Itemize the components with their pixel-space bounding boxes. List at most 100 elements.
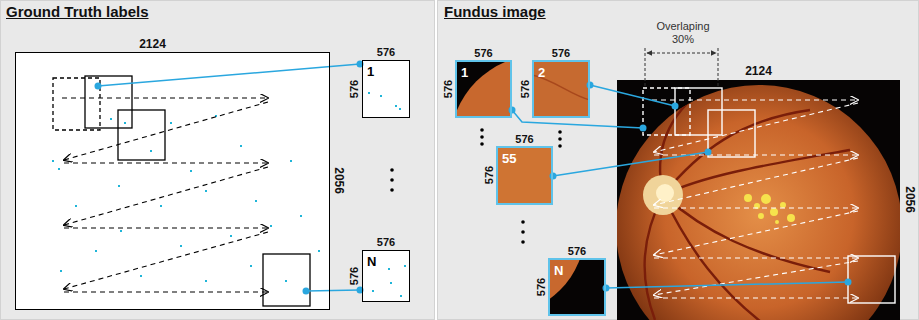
patch-size-label: 576 (442, 80, 454, 98)
lesion-label-specks (368, 92, 406, 297)
text-slot: 576 (534, 260, 549, 314)
patch-number: N (554, 264, 563, 278)
scan-path (64, 167, 268, 225)
blood-vessel (663, 110, 810, 195)
patch-size-label: 576 (568, 245, 586, 257)
leader-line (306, 290, 360, 291)
ellipsis-dot (558, 130, 562, 134)
blood-vessel (663, 195, 765, 320)
text-slot: 576 (347, 61, 362, 117)
height-label: 2056 (332, 168, 345, 195)
label-patch-ground (362, 250, 410, 302)
patch-image (548, 258, 585, 315)
scan-path (654, 103, 858, 152)
overlap-dimension (647, 53, 716, 54)
exudates (744, 194, 795, 224)
patch-image (496, 146, 553, 205)
scan-path (654, 207, 858, 208)
text-slot: Ground Truth labels (6, 3, 149, 21)
text-slot: 576 (534, 43, 588, 61)
text-slot: 576 (363, 42, 409, 60)
image-patch: 5765762 (532, 60, 590, 118)
ellipsis-dot (521, 240, 525, 244)
patch-size-label: 576 (348, 80, 360, 98)
text-slot: Overlaping 30% (648, 20, 718, 47)
text-slot: 2056 (902, 80, 917, 320)
scan-path (64, 291, 268, 292)
label-map-ground (15, 52, 330, 310)
patch-number: 55 (502, 152, 516, 166)
text-slot: 576 (518, 62, 533, 116)
overlap-note: Overlaping 30% (648, 20, 718, 46)
leader-dot (640, 125, 647, 132)
ellipsis-dot (558, 137, 562, 141)
scan-window (643, 88, 690, 135)
ellipsis-dot (480, 128, 484, 132)
patch-number: 1 (367, 65, 374, 79)
scan-window (118, 110, 165, 160)
blood-vessel (663, 150, 850, 195)
text-slot: 576 (498, 129, 551, 147)
text-slot: N (367, 252, 376, 270)
text-slot: 55 (502, 149, 516, 167)
label-patch: 5765761 (362, 60, 410, 118)
leader-dot (550, 173, 557, 180)
scan-path (654, 297, 858, 298)
patch-image (455, 60, 512, 118)
text-slot: 2 (538, 63, 545, 81)
text-slot: 576 (457, 43, 510, 61)
patch-size-label: 576 (535, 278, 547, 296)
patch-size-label: 576 (377, 236, 395, 248)
scan-path (64, 102, 268, 160)
scan-path (654, 257, 858, 258)
scan-window (53, 78, 100, 130)
patch-number: N (367, 255, 376, 269)
optic-disc (643, 175, 683, 215)
scan-window (263, 254, 310, 306)
patch-size-label: 576 (515, 133, 533, 145)
text-slot: 1 (461, 63, 468, 81)
scan-path (654, 261, 858, 295)
text-slot: 576 (550, 241, 604, 259)
ellipsis-dot (390, 188, 394, 192)
scan-path (64, 232, 268, 289)
scan-path (654, 211, 858, 255)
scan-path (652, 99, 858, 100)
leader-dot (587, 82, 594, 89)
leader-dot (95, 83, 102, 90)
leader-dot (705, 149, 712, 156)
overlap-tick (718, 48, 719, 88)
panel-title: Fundus image (444, 4, 546, 21)
scan-path (64, 227, 268, 228)
image-panel: 212420565765761576576257657655576576NFun… (437, 0, 919, 320)
label-patch: 576576N (362, 250, 410, 302)
patch-size-label: 576 (474, 47, 492, 59)
scan-path (654, 158, 858, 205)
patch-number: 1 (461, 66, 468, 80)
width-label: 2124 (139, 38, 166, 51)
text-slot: 2124 (0, 34, 309, 52)
text-slot: 576 (363, 232, 409, 250)
patch-size-label: 576 (348, 267, 360, 285)
leader-dot (603, 285, 610, 292)
optic-cup (656, 184, 674, 202)
ellipsis-dot (521, 230, 525, 234)
text-slot: Fundus image (444, 3, 546, 21)
patch-size-label: 576 (377, 46, 395, 58)
leader-line (606, 282, 848, 288)
lesion-label-specks (52, 115, 320, 282)
scan-path (62, 97, 268, 98)
panel-title: Ground Truth labels (6, 4, 149, 21)
width-label: 2124 (745, 65, 772, 78)
leader-line (590, 85, 675, 106)
ellipsis-dot (480, 142, 484, 146)
image-patch: 576576N (548, 258, 606, 316)
patch-size-label: 576 (483, 166, 495, 184)
text-slot: 2056 (331, 53, 346, 309)
text-slot: 2124 (617, 61, 900, 79)
leader-line (98, 64, 360, 86)
patch-image (532, 60, 590, 118)
ellipsis-dot (390, 178, 394, 182)
